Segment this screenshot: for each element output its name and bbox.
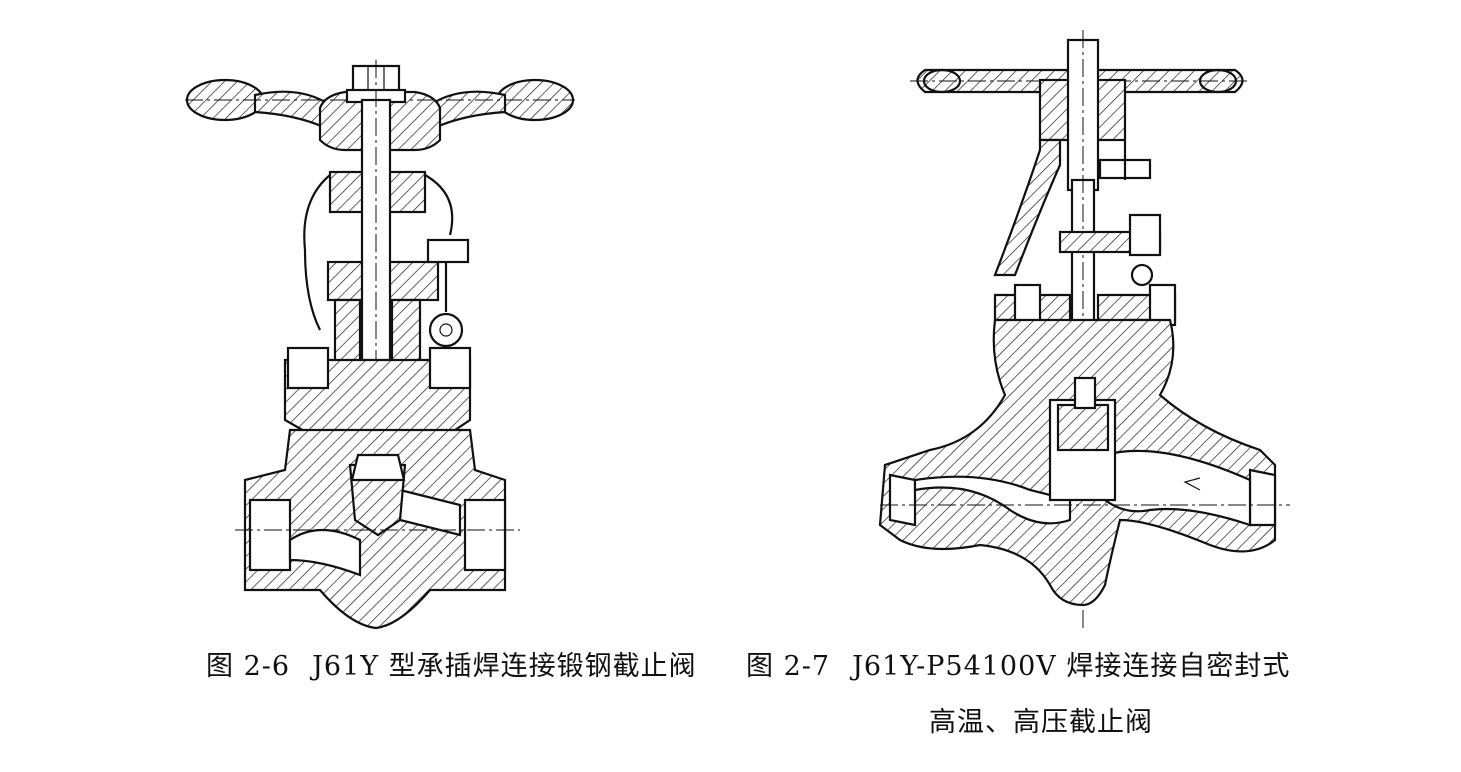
gland-bolt	[426, 238, 470, 348]
figure-title-line-1: J61Y-P54100V 焊接连接自密封式	[852, 651, 1291, 682]
yoke	[993, 138, 1127, 277]
figure-caption-line-1: 图 2-7 J61Y-P54100V 焊接连接自密封式	[746, 650, 1290, 684]
gland	[1058, 213, 1162, 287]
figure-caption-line-2: 高温、高压截止阀	[929, 706, 1153, 740]
handwheel	[185, 78, 575, 152]
figure-2-6: 图 2-6 J61Y 型承插焊连接锻钢截止阀	[0, 0, 730, 772]
valve-body	[235, 428, 520, 630]
figure-title: J61Y 型承插焊连接锻钢截止阀	[312, 651, 697, 682]
forged-globe-valve-drawing	[185, 60, 575, 630]
pressure-seal-globe-valve-drawing	[878, 30, 1290, 630]
figure-title-line-2: 高温、高压截止阀	[929, 707, 1153, 738]
figure-number: 图 2-7	[746, 651, 831, 682]
figure-caption: 图 2-6 J61Y 型承插焊连接锻钢截止阀	[206, 650, 697, 684]
figure-2-7: 图 2-7 J61Y-P54100V 焊接连接自密封式 高温、高压截止阀	[730, 0, 1461, 772]
valve-body	[878, 318, 1290, 607]
figure-number: 图 2-6	[206, 651, 291, 682]
